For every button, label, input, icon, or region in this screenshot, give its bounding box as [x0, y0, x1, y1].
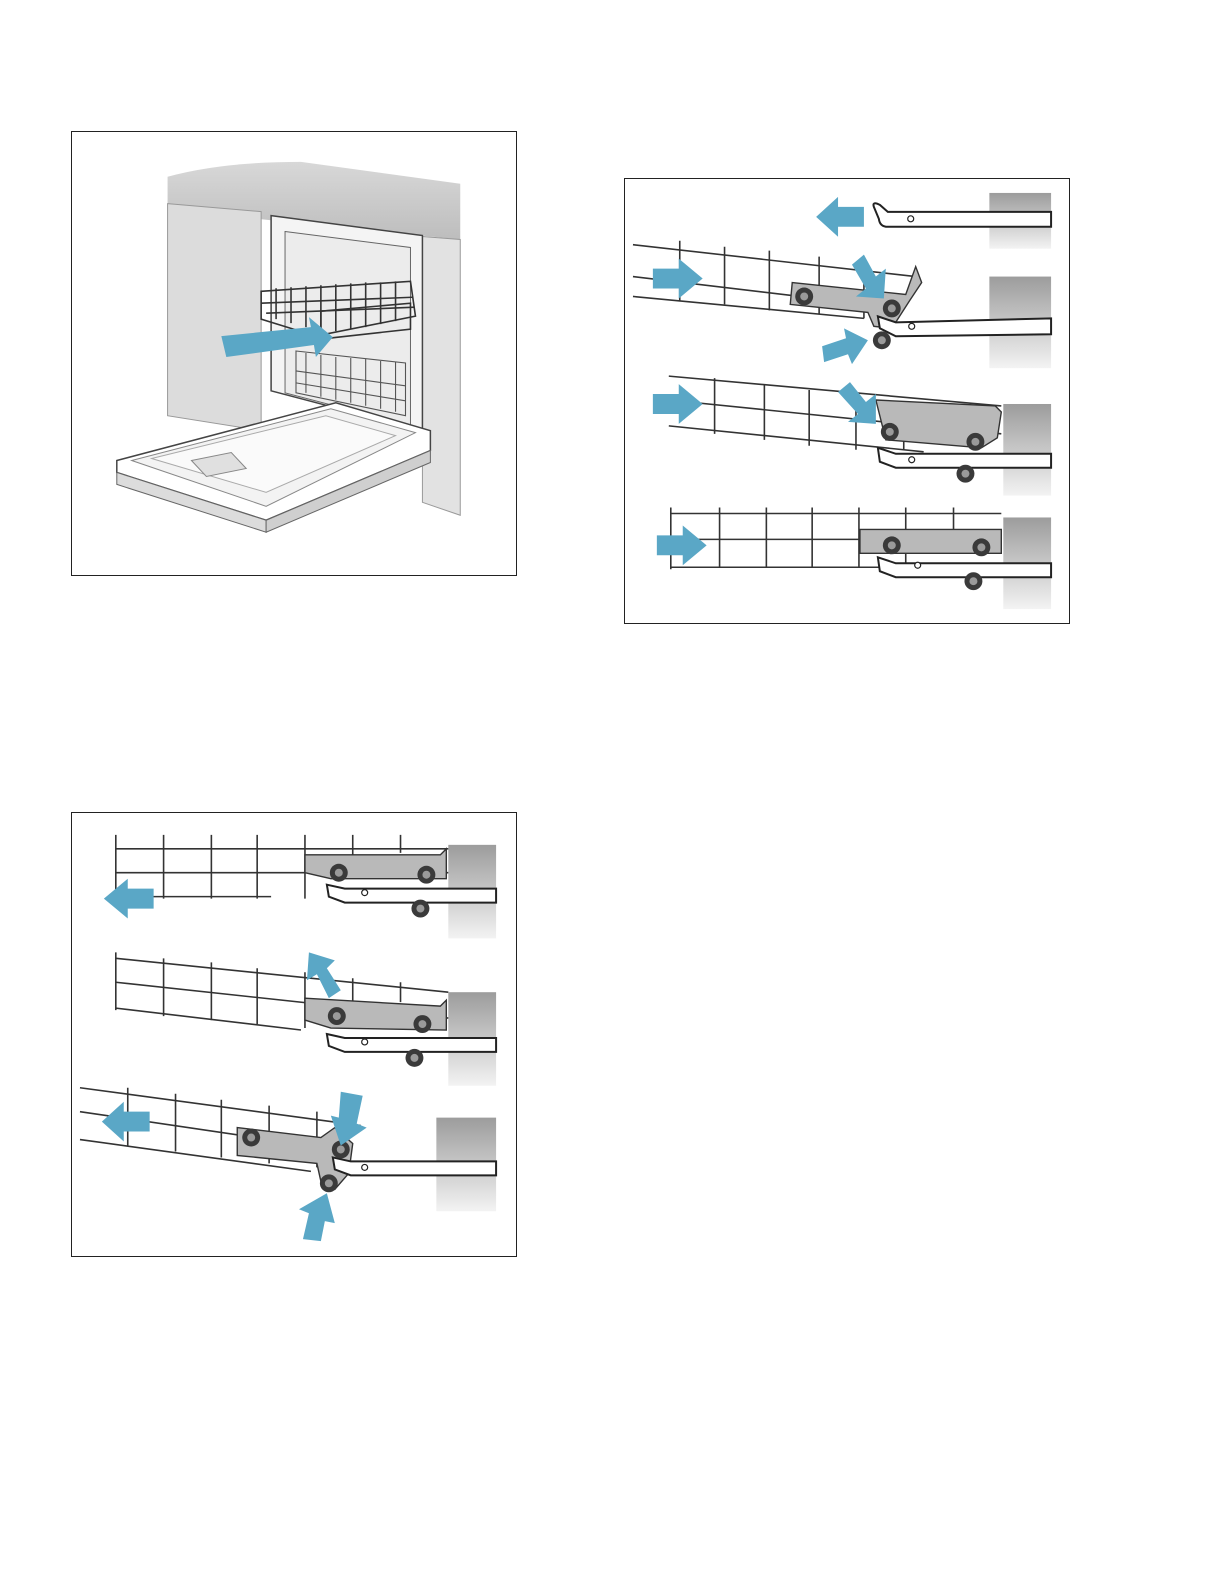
- step-1: [104, 835, 496, 939]
- figure-rack-remove-steps: [71, 812, 517, 1257]
- figure-dishwasher-rack-pull-out: [71, 131, 517, 576]
- cabinet-right: [422, 237, 460, 516]
- arrow-icon: [653, 259, 703, 299]
- arrow-icon: [299, 1193, 335, 1241]
- roller-icon: [417, 866, 435, 884]
- figure-rack-reinstall-steps: [624, 178, 1070, 624]
- arrow-icon: [653, 384, 703, 424]
- roller-icon: [328, 1007, 346, 1025]
- roller-icon: [881, 423, 899, 441]
- roller-icon: [972, 538, 990, 556]
- arrow-icon: [102, 1102, 150, 1142]
- step-2: [633, 241, 1051, 368]
- roller-icon: [883, 536, 901, 554]
- roller-icon: [320, 1174, 338, 1192]
- reinstall-illustration: [625, 179, 1069, 623]
- step-1: [816, 193, 1051, 249]
- roller-icon: [795, 288, 813, 306]
- rail-icon: [878, 316, 1051, 336]
- roller-icon: [330, 864, 348, 882]
- arrow-icon: [657, 525, 707, 565]
- roller-icon: [242, 1129, 260, 1147]
- arrow-icon: [104, 879, 154, 919]
- roller-icon: [405, 1049, 423, 1067]
- step-2: [116, 952, 496, 1085]
- arrow-icon: [307, 952, 341, 998]
- dishwasher-illustration: [72, 132, 516, 575]
- step-3: [80, 1088, 496, 1241]
- roller-icon: [964, 572, 982, 590]
- roller-icon: [966, 433, 984, 451]
- arrow-icon: [816, 197, 864, 237]
- roller-icon: [883, 299, 901, 317]
- step-4: [657, 508, 1051, 610]
- remove-illustration: [72, 813, 516, 1256]
- cabinet-left: [168, 204, 262, 431]
- roller-icon: [411, 900, 429, 918]
- roller-icon: [413, 1015, 431, 1033]
- step-3: [653, 376, 1051, 495]
- roller-icon: [957, 465, 975, 483]
- roller-icon: [873, 331, 891, 349]
- arrow-icon: [822, 328, 868, 364]
